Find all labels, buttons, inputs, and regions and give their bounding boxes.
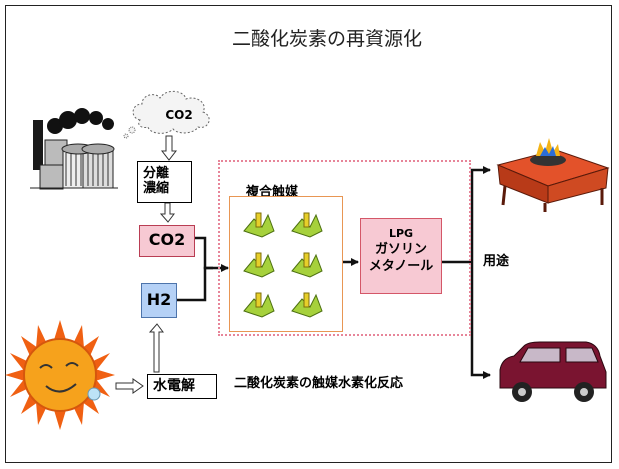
diagram-title: 二酸化炭素の再資源化 [232,28,423,50]
catalyst-box [229,196,343,332]
separation-concentration-box: 分離 濃縮 [137,161,192,203]
sun-icon [5,320,115,430]
cloud-co2-label: CO2 [165,108,193,122]
product-lpg: LPG [388,227,414,240]
catalyst-crystal-icon [243,212,275,238]
car-icon [499,341,607,402]
hollow-arrow-cloud-to-separation [160,135,178,161]
concentration-label: 濃縮 [143,181,170,196]
diagram-frame [5,5,612,463]
cloud-icon [123,90,210,139]
catalyst-crystal-icon [291,292,323,318]
separation-label: 分離 [143,166,170,181]
feed-connector-arrows [176,166,491,379]
catalyst-crystal-icon [243,292,275,318]
co2-feed-box: CO2 [139,225,195,257]
catalyst-crystals [243,212,323,318]
catalyst-crystal-icon [291,252,323,278]
reaction-frame [218,160,471,336]
catalyst-crystal-icon [291,212,323,238]
product-methanol: メタノール [368,259,434,274]
h2-feed-box: H2 [141,283,177,318]
catalyst-crystal-icon [243,252,275,278]
hollow-arrow-separation-to-co2 [159,202,175,223]
stove-icon [496,138,610,212]
hollow-arrow-electrolysis-to-h2 [148,323,164,373]
water-electrolysis-box: 水電解 [147,374,217,399]
reaction-caption: 二酸化炭素の触媒水素化反応 [234,376,404,391]
products-box: LPG ガソリン メタノール [360,218,442,294]
factory-icon [30,108,118,190]
hollow-arrow-sun-to-electrolysis [115,378,144,394]
product-gasoline: ガソリン [374,242,427,257]
uses-label: 用途 [483,254,510,269]
